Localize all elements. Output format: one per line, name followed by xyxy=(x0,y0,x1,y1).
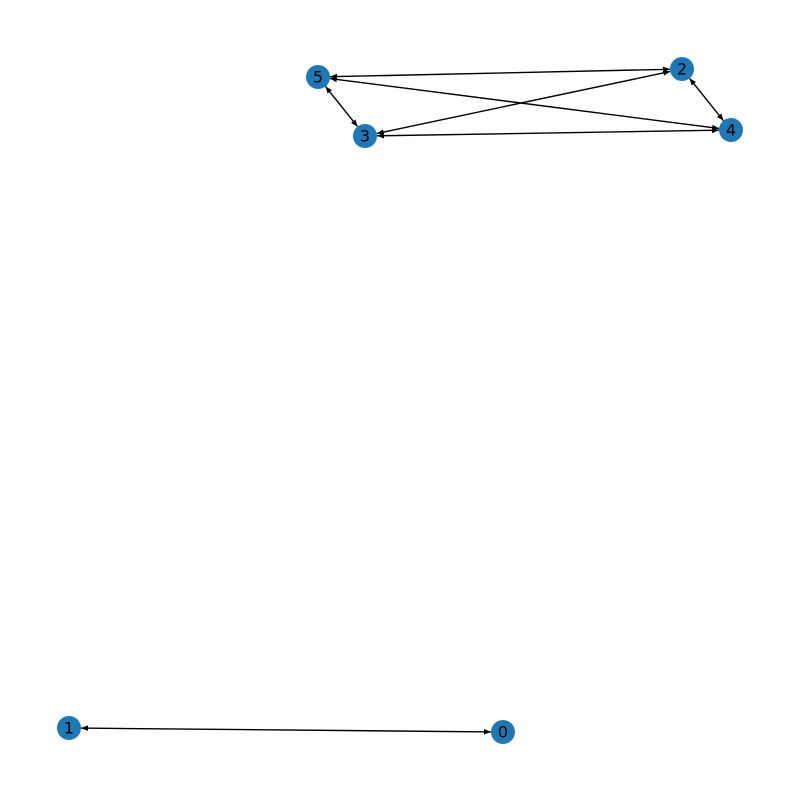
node-2: 2 xyxy=(670,57,694,81)
node-0: 0 xyxy=(491,720,515,744)
edge-5-2 xyxy=(329,66,671,80)
node-4: 4 xyxy=(719,118,743,142)
node-label-0: 0 xyxy=(498,723,508,742)
node-circle-5 xyxy=(306,65,330,89)
node-circle-3 xyxy=(353,124,377,148)
edges-layer xyxy=(80,66,725,735)
node-label-2: 2 xyxy=(677,60,687,79)
edge-2-4 xyxy=(688,77,725,122)
node-circle-1 xyxy=(57,716,81,740)
node-3: 3 xyxy=(353,124,377,148)
node-1: 1 xyxy=(57,716,81,740)
edge-3-2 xyxy=(376,70,671,135)
node-circle-4 xyxy=(719,118,743,142)
node-5: 5 xyxy=(306,65,330,89)
nodes-layer: 0 1 2 3 4 5 xyxy=(57,57,743,744)
edge-3-4 xyxy=(376,127,720,139)
node-label-1: 1 xyxy=(64,719,74,738)
edge-5-4 xyxy=(329,76,720,131)
edge-1-0 xyxy=(80,725,492,735)
node-circle-2 xyxy=(670,57,694,81)
node-label-5: 5 xyxy=(313,68,323,87)
node-label-3: 3 xyxy=(360,127,370,146)
node-label-4: 4 xyxy=(726,121,736,140)
edge-5-3 xyxy=(324,85,359,128)
node-circle-0 xyxy=(491,720,515,744)
